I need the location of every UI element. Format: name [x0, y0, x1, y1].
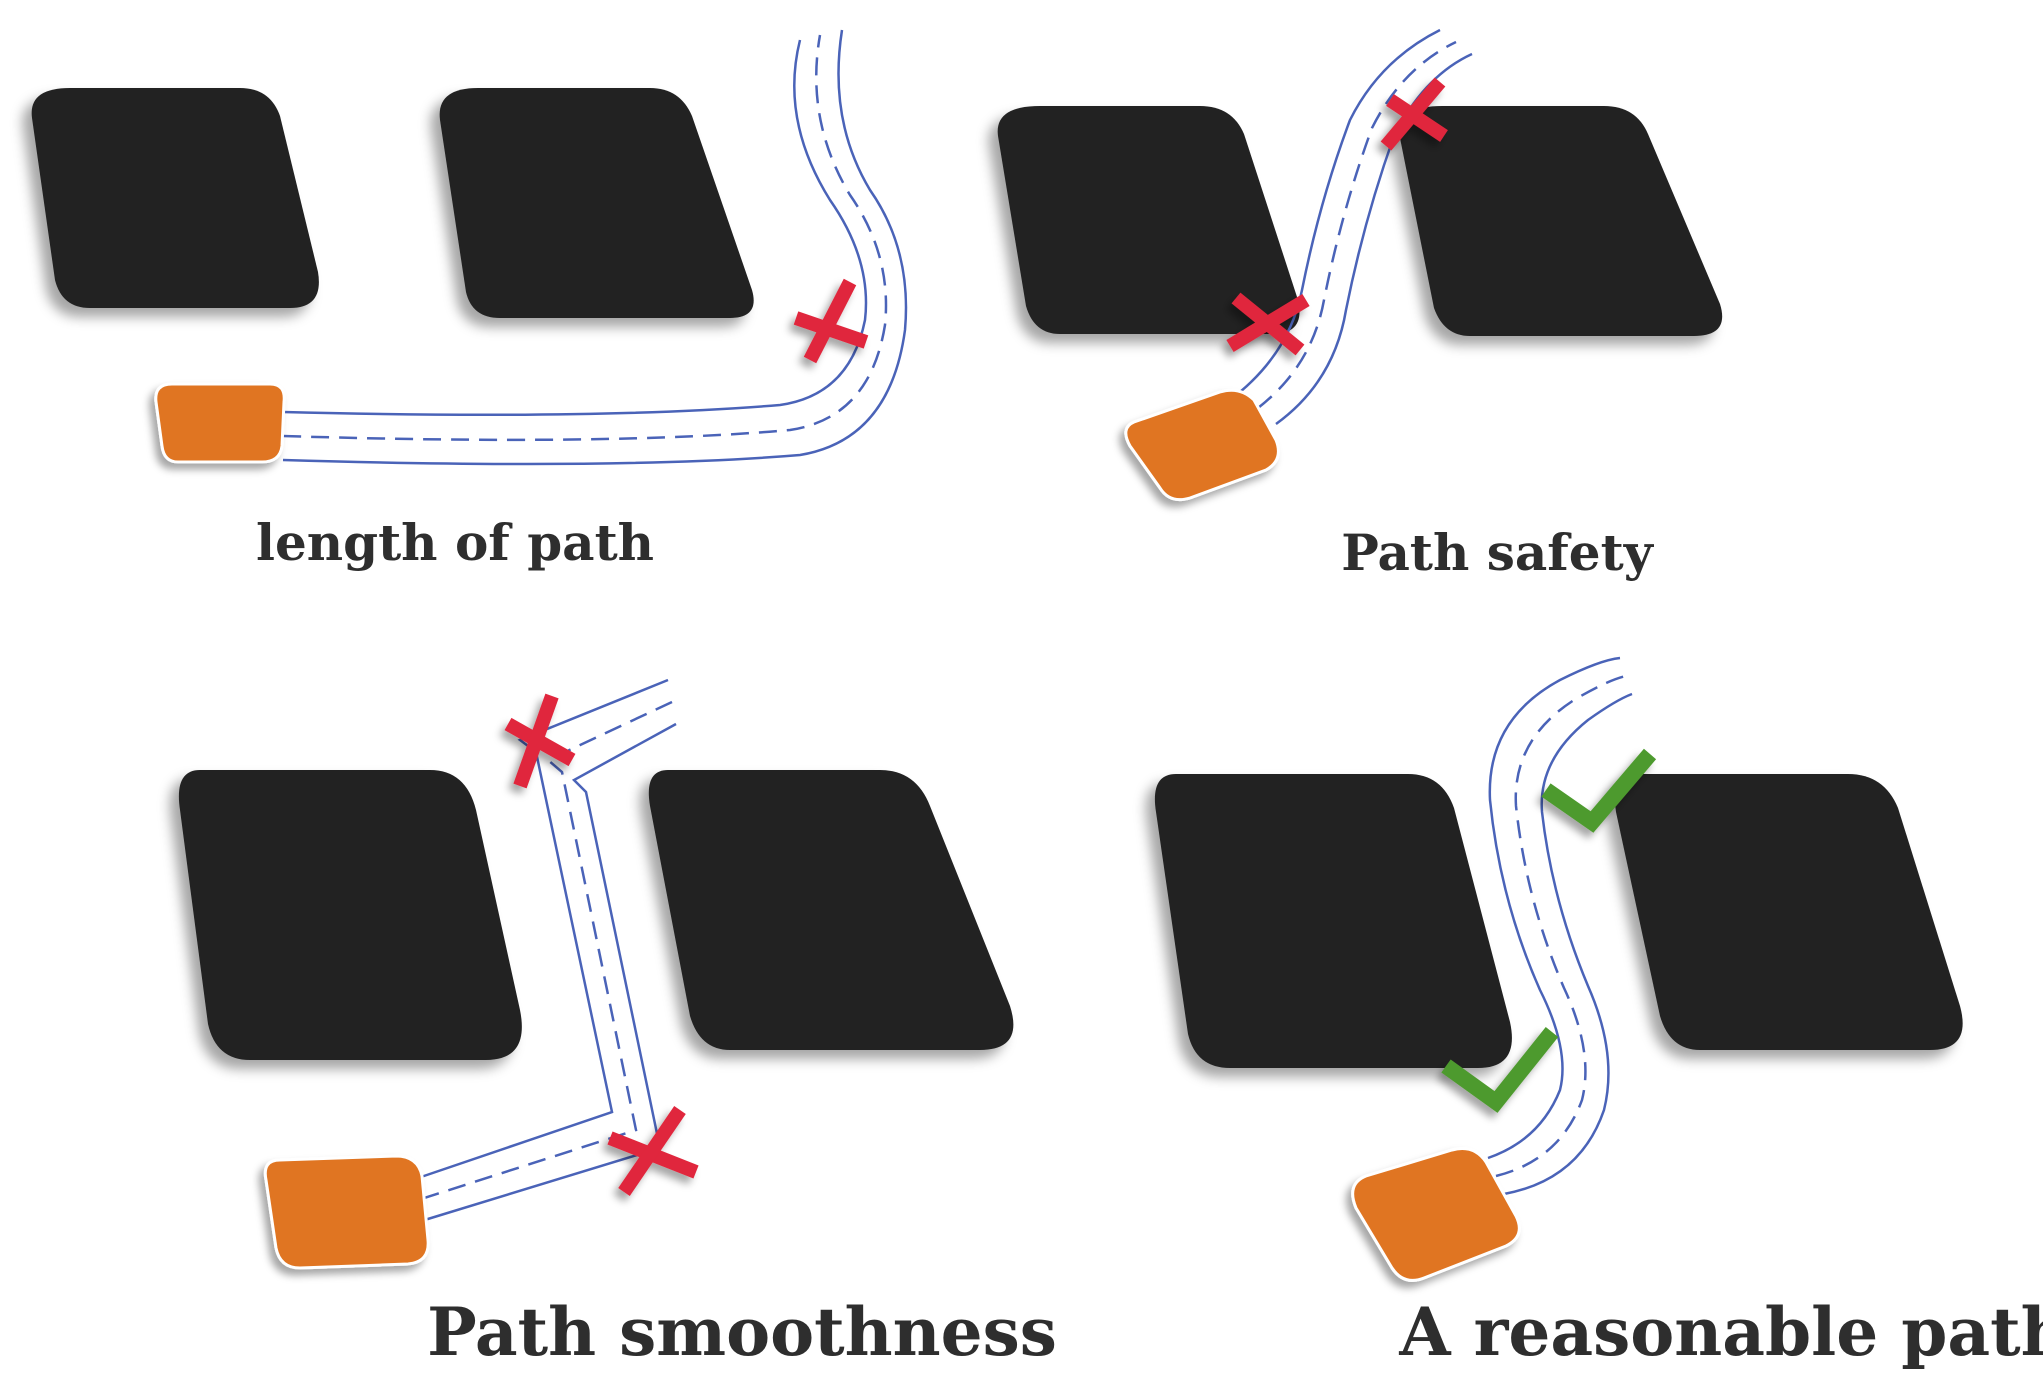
cross-mark	[793, 278, 869, 364]
obstacle	[439, 88, 754, 318]
caption-safety: Path safety	[1341, 523, 1654, 582]
caption-reasonable: A reasonable path	[1398, 1293, 2043, 1371]
path-corridor	[1487, 656, 1633, 1196]
cross-mark	[504, 693, 576, 789]
path-corridor	[282, 29, 908, 466]
cross-mark	[1380, 77, 1448, 151]
robot	[263, 1154, 430, 1270]
robot	[1351, 1147, 1521, 1282]
panel-reasonable-path: A reasonable path	[1154, 656, 2043, 1371]
check-mark	[1441, 1027, 1559, 1113]
cross-mark	[607, 1106, 699, 1196]
check-mark	[1541, 748, 1657, 833]
cross-mark	[1226, 292, 1310, 356]
obstacle	[178, 770, 522, 1060]
obstacle	[31, 88, 319, 308]
panel-path-smoothness: Path smoothness	[178, 678, 1057, 1371]
caption-length: length of path	[256, 513, 654, 572]
obstacle	[648, 770, 1014, 1050]
panel-path-safety: Path safety	[997, 28, 1723, 582]
caption-smoothness: Path smoothness	[427, 1293, 1057, 1371]
robot	[154, 382, 286, 464]
robot	[1124, 388, 1280, 502]
obstacle	[1154, 774, 1512, 1068]
obstacle	[997, 106, 1300, 334]
panel-length-of-path: length of path	[31, 29, 908, 572]
obstacle	[1615, 774, 1963, 1050]
obstacle	[1399, 106, 1723, 336]
